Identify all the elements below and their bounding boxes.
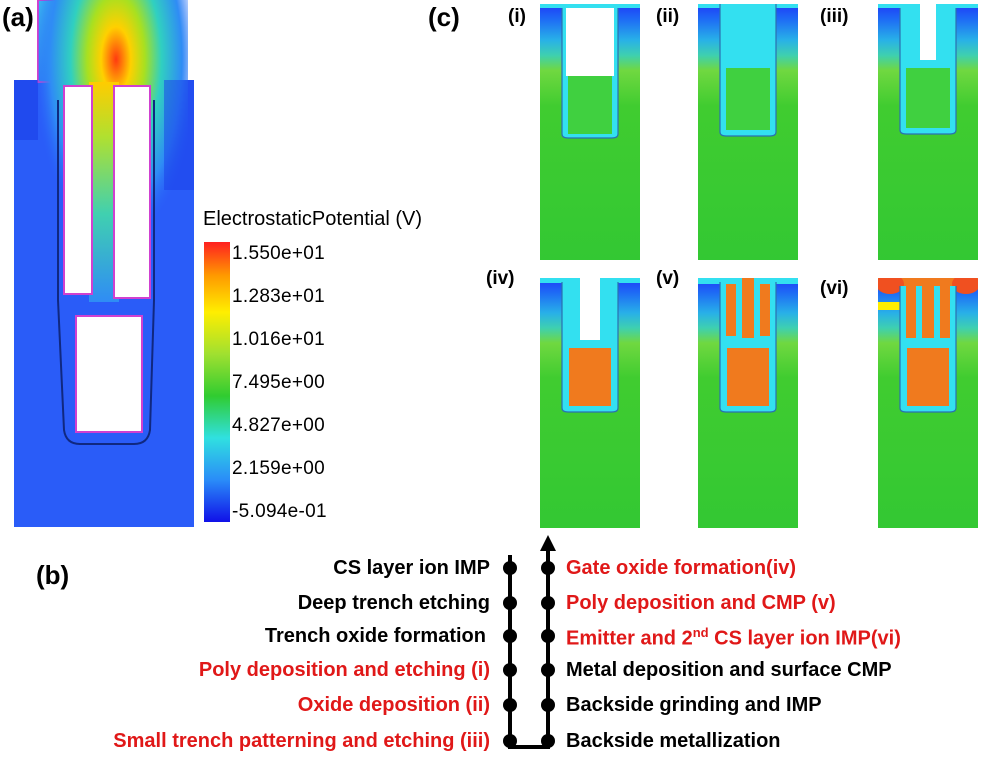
step-emitter-cs-imp: Emitter and 2nd CS layer ion IMP(vi) <box>566 625 901 651</box>
cell-label-v: (v) <box>656 268 680 289</box>
panel-a-potential-map <box>14 0 194 527</box>
step-small-trench: Small trench patterning and etching (iii… <box>113 730 490 752</box>
step-emitter-rest: CS layer ion IMP(vi) <box>708 627 901 650</box>
cell-label-iii: (iii) <box>820 6 849 27</box>
step-oxide-deposition: Oxide deposition (ii) <box>297 694 490 716</box>
step-metal-deposition: Metal deposition and surface CMP <box>566 659 892 681</box>
colorbar-tick-7: -5.094e-01 <box>232 501 327 522</box>
panel-label-c: (c) <box>428 2 460 32</box>
step-cs-layer-ion-imp: CS layer ion IMP <box>333 557 490 579</box>
colorbar-tick-1: 1.550e+01 <box>232 243 326 264</box>
step-backside-metallization: Backside metallization <box>566 730 781 752</box>
step-emitter-sup: nd <box>692 625 709 640</box>
colorbar <box>204 242 230 522</box>
colorbar-tick-5: 4.827e+00 <box>232 415 326 436</box>
colorbar-tick-2: 1.283e+01 <box>232 286 326 307</box>
cell-i <box>540 4 640 260</box>
panel-label-a: (a) <box>2 2 34 32</box>
colorbar-tick-3: 1.016e+01 <box>232 329 326 350</box>
step-poly-cmp: Poly deposition and CMP (v) <box>566 592 836 614</box>
step-gate-oxide: Gate oxide formation(iv) <box>566 557 797 579</box>
step-poly-deposition-etching: Poly deposition and etching (i) <box>198 659 490 681</box>
cell-label-vi: (vi) <box>820 278 849 299</box>
cell-iv <box>540 278 640 528</box>
step-backside-grinding: Backside grinding and IMP <box>566 694 822 716</box>
cell-ii <box>698 4 798 260</box>
colorbar-tick-6: 2.159e+00 <box>232 458 326 479</box>
colorbar-title: ElectrostaticPotential (V) <box>203 208 422 230</box>
step-emitter-text: Emitter and 2 <box>566 627 693 650</box>
flow-connector <box>503 535 556 749</box>
colorbar-tick-4: 7.495e+00 <box>232 372 326 393</box>
cell-vi <box>878 278 978 528</box>
cell-iii <box>878 4 978 260</box>
step-deep-trench-etching: Deep trench etching <box>297 592 490 614</box>
cell-v <box>698 278 798 528</box>
step-trench-oxide: Trench oxide formation <box>264 625 486 647</box>
cell-label-i: (i) <box>508 6 526 27</box>
cell-label-ii: (ii) <box>656 6 680 27</box>
cell-label-iv: (iv) <box>486 268 515 289</box>
panel-label-b: (b) <box>36 560 70 590</box>
